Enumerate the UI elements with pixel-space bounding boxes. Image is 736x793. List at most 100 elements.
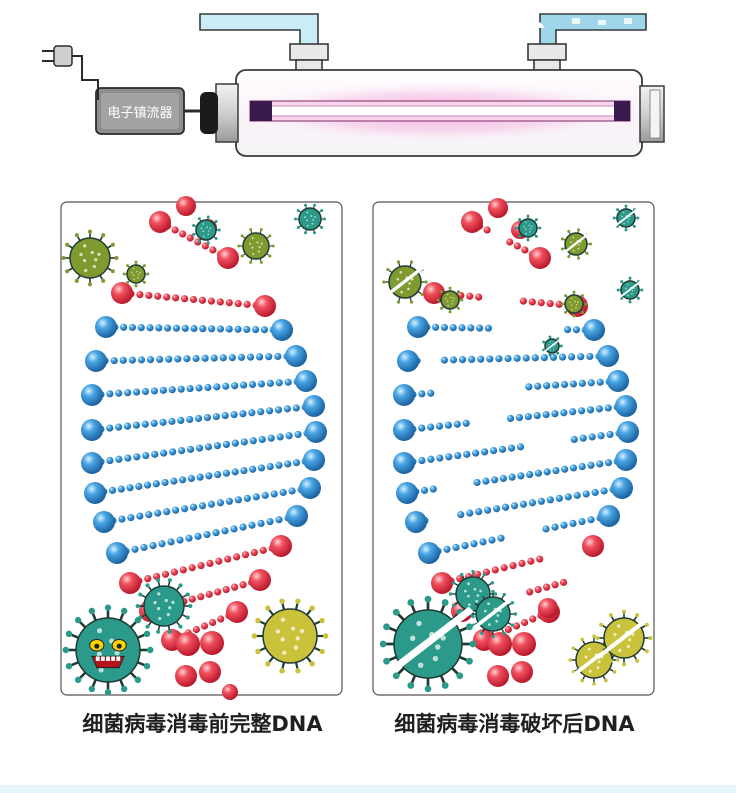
dna-bead (418, 390, 426, 398)
dna-bead (588, 433, 596, 441)
dna-bead (260, 326, 268, 334)
dna-bead (534, 585, 542, 594)
dna-bead (508, 473, 516, 481)
dna-bead (551, 523, 559, 531)
dna-bead (521, 618, 529, 627)
dna-bead (578, 517, 586, 526)
dna-bead (206, 559, 214, 568)
dna-bead (475, 508, 483, 516)
dna-bead (106, 390, 114, 398)
dna-bead (168, 386, 176, 394)
dna-bead (546, 299, 554, 308)
dna-bead (234, 496, 242, 504)
dna-bead (197, 593, 205, 601)
dna-bead (579, 434, 587, 442)
dna-bead (225, 299, 233, 307)
dna-bead (234, 325, 242, 333)
dna-bead (423, 282, 445, 304)
dna-bead (95, 316, 117, 338)
dna-bead (249, 437, 257, 445)
dna-bead (159, 386, 167, 394)
dna-bead (151, 450, 159, 458)
dna-bead (186, 415, 194, 424)
dna-bead (132, 421, 140, 429)
dna-bead (482, 477, 490, 485)
dna-bead (295, 370, 317, 392)
dna-bead (521, 246, 529, 254)
dna-bead (257, 380, 266, 388)
dna-bead (257, 519, 265, 528)
dna-bead (123, 422, 132, 430)
dna-bead (564, 325, 572, 334)
dna-bead (257, 408, 265, 416)
dna-bead (486, 355, 494, 363)
dna-bead (543, 468, 551, 476)
dna-bead (420, 486, 429, 494)
dna-bead (271, 319, 293, 341)
dna-bead (176, 536, 184, 544)
dna-bead (270, 535, 292, 557)
dna-bead (537, 299, 545, 307)
dna-bead (285, 345, 307, 367)
dna-bead (239, 581, 247, 589)
dna-bead (186, 384, 194, 393)
dna-bead (543, 382, 551, 390)
dna-bead (466, 509, 474, 517)
dna-bead (216, 499, 225, 507)
dna-bead (431, 572, 453, 594)
dna-bead (239, 410, 247, 418)
dna-bead (513, 354, 521, 362)
dna-bead (115, 423, 123, 431)
dna-bead (126, 484, 134, 492)
dna-bead (213, 442, 222, 450)
dna-bead (405, 511, 427, 533)
dna-bead (141, 387, 150, 396)
dna-bead (219, 354, 227, 362)
dna-bead (196, 473, 204, 481)
dna-bead (607, 370, 629, 392)
virus-icon (612, 204, 640, 232)
dna-bead (418, 424, 426, 432)
dna-bead (93, 511, 115, 533)
virus-icon (237, 228, 275, 264)
dna-bead (172, 324, 180, 332)
dna-bead (150, 387, 159, 395)
dna-bead (275, 516, 283, 524)
dna-bead (152, 480, 160, 488)
outlet-pipe (527, 13, 647, 73)
dna-bead (222, 382, 230, 390)
dna-bead (274, 406, 283, 414)
dna-bead (483, 226, 491, 234)
dna-bead (305, 421, 327, 443)
dna-bead (551, 381, 560, 389)
dna-bead (457, 511, 465, 519)
dna-bead (582, 535, 604, 557)
virus-icon (616, 276, 644, 304)
dna-bead (259, 546, 267, 554)
dna-bead (490, 447, 498, 455)
dna-bead (119, 572, 141, 594)
dna-bead (461, 211, 483, 233)
dna-bead (209, 246, 217, 254)
dna-bead (488, 536, 496, 544)
dna-bead (216, 325, 224, 333)
dna-bead (175, 665, 197, 687)
dna-bead (266, 463, 274, 471)
dna-bead (170, 477, 178, 485)
dna-bead (529, 247, 551, 269)
dna-bead (444, 421, 452, 429)
dna-bead (476, 324, 484, 332)
dna-bead (240, 438, 248, 446)
dna-bead (221, 412, 229, 420)
dna-bead (449, 356, 458, 364)
dna-bead (164, 324, 172, 332)
dna-bead (515, 413, 524, 422)
dna-bead (294, 430, 302, 439)
dna-bead (461, 542, 469, 550)
dna-bead (470, 540, 478, 548)
dna-bead (183, 355, 191, 363)
dna-bead (207, 297, 215, 305)
power-plug-icon (42, 45, 99, 100)
dna-bead (188, 595, 196, 603)
dna-bead (510, 502, 519, 510)
